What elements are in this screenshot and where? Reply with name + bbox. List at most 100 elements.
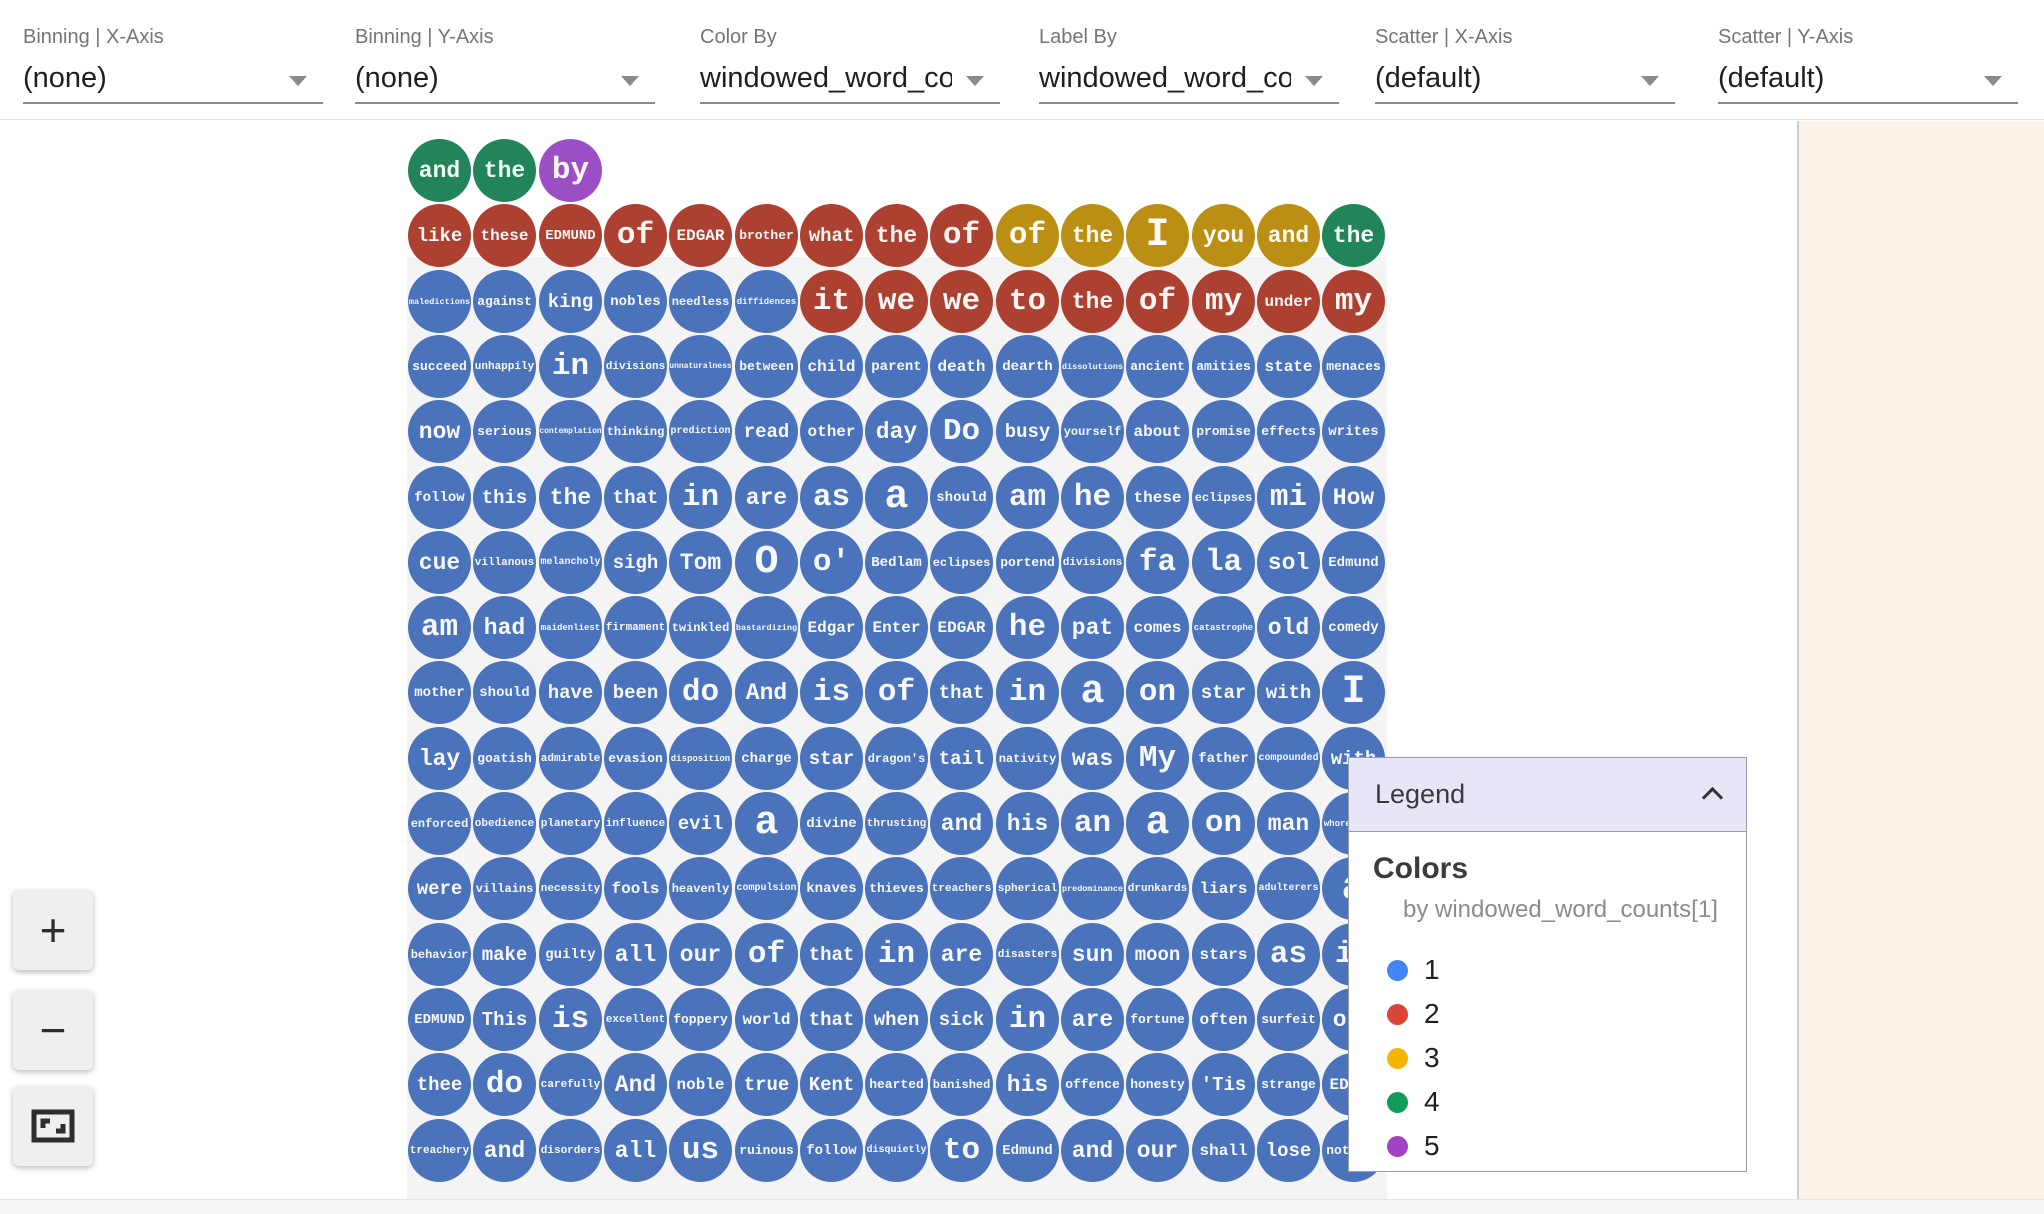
word-bubble[interactable]: disorders — [539, 1119, 602, 1182]
word-bubble[interactable]: diffidences — [735, 270, 798, 333]
word-bubble[interactable]: should — [930, 466, 993, 529]
word-bubble[interactable]: EDMUND — [408, 988, 471, 1051]
word-bubble[interactable]: thee — [408, 1053, 471, 1116]
word-bubble[interactable]: sol — [1257, 531, 1320, 594]
word-bubble[interactable]: spherical — [996, 857, 1059, 920]
word-bubble[interactable]: of — [1126, 270, 1189, 333]
word-bubble[interactable]: eclipses — [1192, 466, 1255, 529]
word-bubble[interactable]: drunkards — [1126, 857, 1189, 920]
word-bubble[interactable]: state — [1257, 335, 1320, 398]
word-bubble[interactable]: child — [800, 335, 863, 398]
word-bubble[interactable]: to — [996, 270, 1059, 333]
word-bubble[interactable]: And — [735, 661, 798, 724]
word-bubble[interactable]: that — [800, 923, 863, 986]
word-bubble[interactable]: I — [1126, 204, 1189, 267]
word-bubble[interactable]: EDGAR — [930, 596, 993, 659]
word-bubble[interactable]: comes — [1126, 596, 1189, 659]
word-bubble[interactable]: contemplation — [539, 400, 602, 463]
word-bubble[interactable]: day — [865, 400, 928, 463]
word-bubble[interactable]: my — [1192, 270, 1255, 333]
word-bubble[interactable]: our — [669, 923, 732, 986]
word-bubble[interactable]: excellent — [604, 988, 667, 1051]
word-bubble[interactable]: dragon's — [865, 727, 928, 790]
word-bubble[interactable]: his — [996, 1053, 1059, 1116]
word-bubble[interactable]: serious — [473, 400, 536, 463]
word-bubble[interactable]: maidenliest — [539, 596, 602, 659]
zoom-in-button[interactable]: + — [13, 890, 93, 970]
word-bubble[interactable]: fortune — [1126, 988, 1189, 1051]
word-bubble[interactable]: sigh — [604, 531, 667, 594]
word-bubble[interactable]: father — [1192, 727, 1255, 790]
word-bubble[interactable]: Edmund — [996, 1119, 1059, 1182]
word-bubble[interactable]: villains — [473, 857, 536, 920]
word-bubble[interactable]: a — [865, 466, 928, 529]
dropdown-color-by[interactable]: Color By windowed_word_counts[1] — [700, 0, 1000, 120]
word-bubble[interactable]: of — [604, 204, 667, 267]
word-bubble[interactable]: catastrophe — [1192, 596, 1255, 659]
word-bubble[interactable]: sick — [930, 988, 993, 1051]
word-bubble[interactable]: pat — [1061, 596, 1124, 659]
word-bubble[interactable]: strange — [1257, 1053, 1320, 1116]
word-bubble[interactable]: sun — [1061, 923, 1124, 986]
word-bubble[interactable]: all — [604, 1119, 667, 1182]
word-bubble[interactable]: nativity — [996, 727, 1059, 790]
word-bubble[interactable]: had — [473, 596, 536, 659]
word-bubble[interactable]: parent — [865, 335, 928, 398]
word-bubble[interactable]: thrusting — [865, 792, 928, 855]
word-bubble[interactable]: are — [735, 466, 798, 529]
dropdown-scatter-x-axis[interactable]: Scatter | X-Axis (default) — [1375, 0, 1675, 120]
word-bubble[interactable]: This — [473, 988, 536, 1051]
word-bubble[interactable]: star — [1192, 661, 1255, 724]
word-bubble[interactable]: foppery — [669, 988, 732, 1051]
word-bubble[interactable]: the — [865, 204, 928, 267]
word-bubble[interactable]: the — [1322, 204, 1385, 267]
word-bubble[interactable]: in — [865, 923, 928, 986]
word-bubble[interactable]: the — [539, 466, 602, 529]
word-bubble[interactable]: yourself — [1061, 400, 1124, 463]
word-bubble[interactable]: and — [1061, 1119, 1124, 1182]
word-bubble[interactable]: divine — [800, 792, 863, 855]
word-bubble[interactable]: compounded — [1257, 727, 1320, 790]
word-bubble[interactable]: world — [735, 988, 798, 1051]
word-bubble[interactable]: that — [604, 466, 667, 529]
word-bubble[interactable]: a — [1126, 792, 1189, 855]
word-bubble[interactable]: the — [473, 139, 536, 202]
word-bubble[interactable]: villanous — [473, 531, 536, 594]
word-bubble[interactable]: an — [1061, 792, 1124, 855]
word-bubble[interactable]: succeed — [408, 335, 471, 398]
word-bubble[interactable]: honesty — [1126, 1053, 1189, 1116]
word-bubble[interactable]: obedience — [473, 792, 536, 855]
word-bubble[interactable]: twinkled — [669, 596, 732, 659]
word-bubble[interactable]: in — [669, 466, 732, 529]
word-bubble[interactable]: EDMUND — [539, 204, 602, 267]
word-bubble[interactable]: How — [1322, 466, 1385, 529]
word-bubble[interactable]: my — [1322, 270, 1385, 333]
word-bubble[interactable]: by — [539, 139, 602, 202]
word-bubble[interactable]: mi — [1257, 466, 1320, 529]
word-bubble[interactable]: the — [1061, 204, 1124, 267]
word-bubble[interactable]: nobles — [604, 270, 667, 333]
word-bubble[interactable]: we — [865, 270, 928, 333]
word-bubble[interactable]: our — [1126, 1119, 1189, 1182]
word-bubble[interactable]: he — [1061, 466, 1124, 529]
word-bubble[interactable]: was — [1061, 727, 1124, 790]
word-bubble[interactable]: in — [996, 661, 1059, 724]
word-bubble[interactable]: as — [800, 466, 863, 529]
word-bubble[interactable]: it — [800, 270, 863, 333]
word-bubble[interactable]: hearted — [865, 1053, 928, 1116]
word-bubble[interactable]: under — [1257, 270, 1320, 333]
word-bubble[interactable]: portend — [996, 531, 1059, 594]
word-bubble[interactable]: divisions — [1061, 531, 1124, 594]
word-bubble[interactable]: prediction — [669, 400, 732, 463]
word-bubble[interactable]: follow — [408, 466, 471, 529]
word-bubble[interactable]: when — [865, 988, 928, 1051]
word-bubble[interactable]: mother — [408, 661, 471, 724]
word-bubble[interactable]: that — [800, 988, 863, 1051]
word-bubble[interactable]: treachery — [408, 1119, 471, 1182]
word-bubble[interactable]: were — [408, 857, 471, 920]
word-bubble[interactable]: what — [800, 204, 863, 267]
word-bubble[interactable]: evasion — [604, 727, 667, 790]
word-bubble[interactable]: tail — [930, 727, 993, 790]
word-bubble[interactable]: My — [1126, 727, 1189, 790]
word-bubble[interactable]: other — [800, 400, 863, 463]
